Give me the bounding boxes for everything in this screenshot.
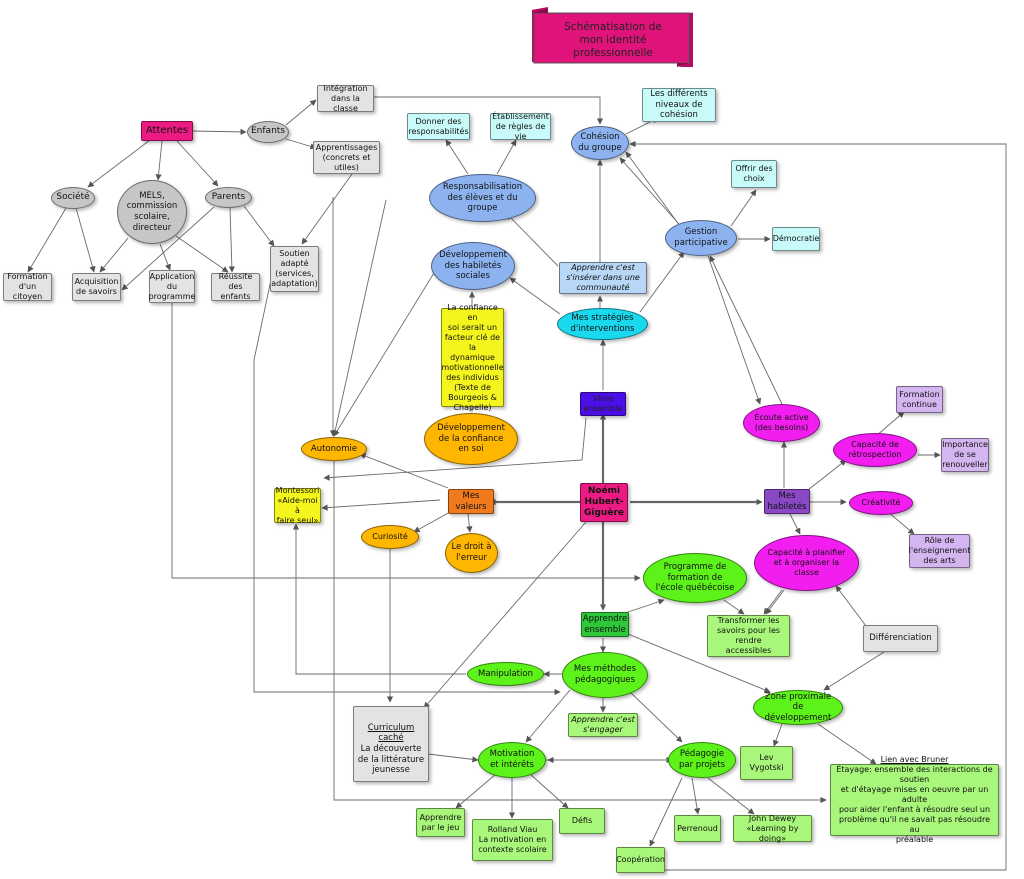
curriculum-text: La découverte de la littérature jeunesse	[357, 744, 425, 776]
node-societe[interactable]: Société	[51, 187, 95, 209]
node-apprendre-engager[interactable]: Apprendre c'est s'engager	[568, 713, 638, 737]
node-role-arts[interactable]: Rôle de l'enseignement des arts	[909, 534, 970, 568]
node-cohesion[interactable]: Cohésion du groupe	[571, 126, 629, 160]
node-mes-valeurs[interactable]: Mes valeurs	[448, 489, 494, 514]
node-rolland-viau[interactable]: Rolland Viau La motivation en contexte s…	[472, 819, 553, 861]
curriculum-cache-word: caché	[378, 733, 404, 744]
node-donner-responsabilites[interactable]: Donner des responsabilités	[407, 113, 470, 140]
node-offrir-choix[interactable]: Offrir des choix	[731, 160, 777, 188]
curriculum-heading: Curriculum caché	[368, 712, 415, 744]
page-title: Schématisation de mon identité professio…	[564, 21, 662, 59]
banner-shape	[532, 7, 693, 67]
node-vivre-ensemble[interactable]: Vivre ensemble	[580, 392, 626, 416]
node-motivation[interactable]: Motivation et intérêts	[478, 742, 546, 778]
node-apprentissages[interactable]: Apprentissages (concrets et utiles)	[313, 141, 380, 174]
node-integration[interactable]: Intégration dans la classe	[317, 84, 374, 113]
node-bruner[interactable]: Lien avec Bruner Étayage: ensemble des i…	[830, 755, 999, 844]
bruner-title: Lien avec Bruner	[880, 755, 949, 764]
title-banner: Schématisation de mon identité professio…	[530, 7, 695, 67]
node-apprendre-jeu[interactable]: Apprendre par le jeu	[416, 808, 465, 837]
node-enfants[interactable]: Enfants	[247, 121, 289, 143]
node-cooperation[interactable]: Coopération	[616, 847, 665, 873]
node-perrenoud[interactable]: Perrenoud	[674, 815, 721, 842]
node-montessori[interactable]: Montessori «Aide-moi à faire seul»	[274, 485, 321, 525]
node-democratie[interactable]: Démocratie	[772, 227, 820, 251]
node-programme-formation[interactable]: Programme de formation de l'école québéc…	[643, 553, 747, 603]
node-zone-proximale[interactable]: Zone proximale de développement	[753, 690, 843, 725]
node-soutien[interactable]: Soutien adapté (services, adaptation)	[270, 246, 319, 292]
node-gestion-participative[interactable]: Gestion participative	[665, 220, 737, 256]
node-mes-habiletes[interactable]: Mes habiletés	[764, 489, 810, 514]
node-formation-continue[interactable]: Formation continue	[896, 386, 943, 413]
bruner-text: Étayage: ensemble des interactions de so…	[836, 765, 993, 844]
node-attentes[interactable]: Attentes	[141, 121, 193, 141]
node-vygotski[interactable]: Lev Vygotski	[740, 746, 793, 780]
node-pedagogie-projets[interactable]: Pédagogie par projets	[668, 742, 736, 778]
node-importance-renouveller[interactable]: Importance de se renouveller	[941, 438, 989, 472]
node-droit-erreur[interactable]: Le droit à l'erreur	[445, 533, 498, 573]
node-regles-de-vie[interactable]: Établissement de règles de vie	[490, 112, 551, 141]
node-confiance-texte[interactable]: La confiance en soi serait un facteur cl…	[441, 302, 504, 412]
node-strategies[interactable]: Mes stratégies d'interventions	[557, 308, 648, 340]
node-reussite[interactable]: Réussite des enfants	[211, 272, 260, 301]
node-curriculum-cache[interactable]: Curriculum caché La découverte de la lit…	[353, 706, 429, 782]
node-habiletes-sociales[interactable]: Développement des habiletés sociales	[431, 242, 515, 290]
curriculum-word: Curriculum	[367, 722, 415, 733]
node-central-noemi[interactable]: Noémi Hubert- Giguère	[580, 483, 628, 522]
node-application[interactable]: Application du programme	[149, 270, 195, 303]
node-parents[interactable]: Parents	[205, 187, 252, 208]
node-apprendre-inserer[interactable]: Apprendre c'est s'insérer dans une commu…	[559, 262, 647, 294]
node-creativite[interactable]: Créativité	[849, 491, 913, 515]
node-defis[interactable]: Défis	[559, 808, 605, 834]
node-developpement-confiance[interactable]: Développement de la confiance en soi	[424, 413, 518, 465]
node-differenciation[interactable]: Différenciation	[863, 625, 938, 652]
node-methodes-pedagogiques[interactable]: Mes méthodes pédagogiques	[562, 652, 648, 698]
node-apprendre-ensemble[interactable]: Apprendre ensemble	[581, 612, 629, 637]
node-curiosite[interactable]: Curiosité	[361, 525, 419, 549]
node-transformer-savoirs[interactable]: Transformer les savoirs pour les rendre …	[707, 615, 790, 657]
node-responsabilisation[interactable]: Responsabilisation des élèves et du grou…	[429, 174, 536, 222]
node-retrospection[interactable]: Capacité de rétrospection	[833, 433, 917, 467]
node-niveaux-cohesion[interactable]: Les différents niveaux de cohésion	[642, 88, 716, 122]
node-formation-citoyen[interactable]: Formation d'un citoyen	[3, 272, 52, 301]
node-mels[interactable]: MELS, commission scolaire, directeur	[117, 180, 187, 244]
node-manipulation[interactable]: Manipulation	[467, 662, 544, 686]
node-capacite-planifier[interactable]: Capacité à planifier et à organiser la c…	[754, 535, 859, 591]
node-ecoute-active[interactable]: Écoute active (des besoins)	[743, 404, 820, 442]
node-autonomie[interactable]: Autonomie	[301, 437, 367, 461]
node-john-dewey[interactable]: John Dewey «Learning by doing»	[733, 814, 812, 843]
node-acquisition[interactable]: Acquisition de savoirs	[72, 273, 121, 301]
